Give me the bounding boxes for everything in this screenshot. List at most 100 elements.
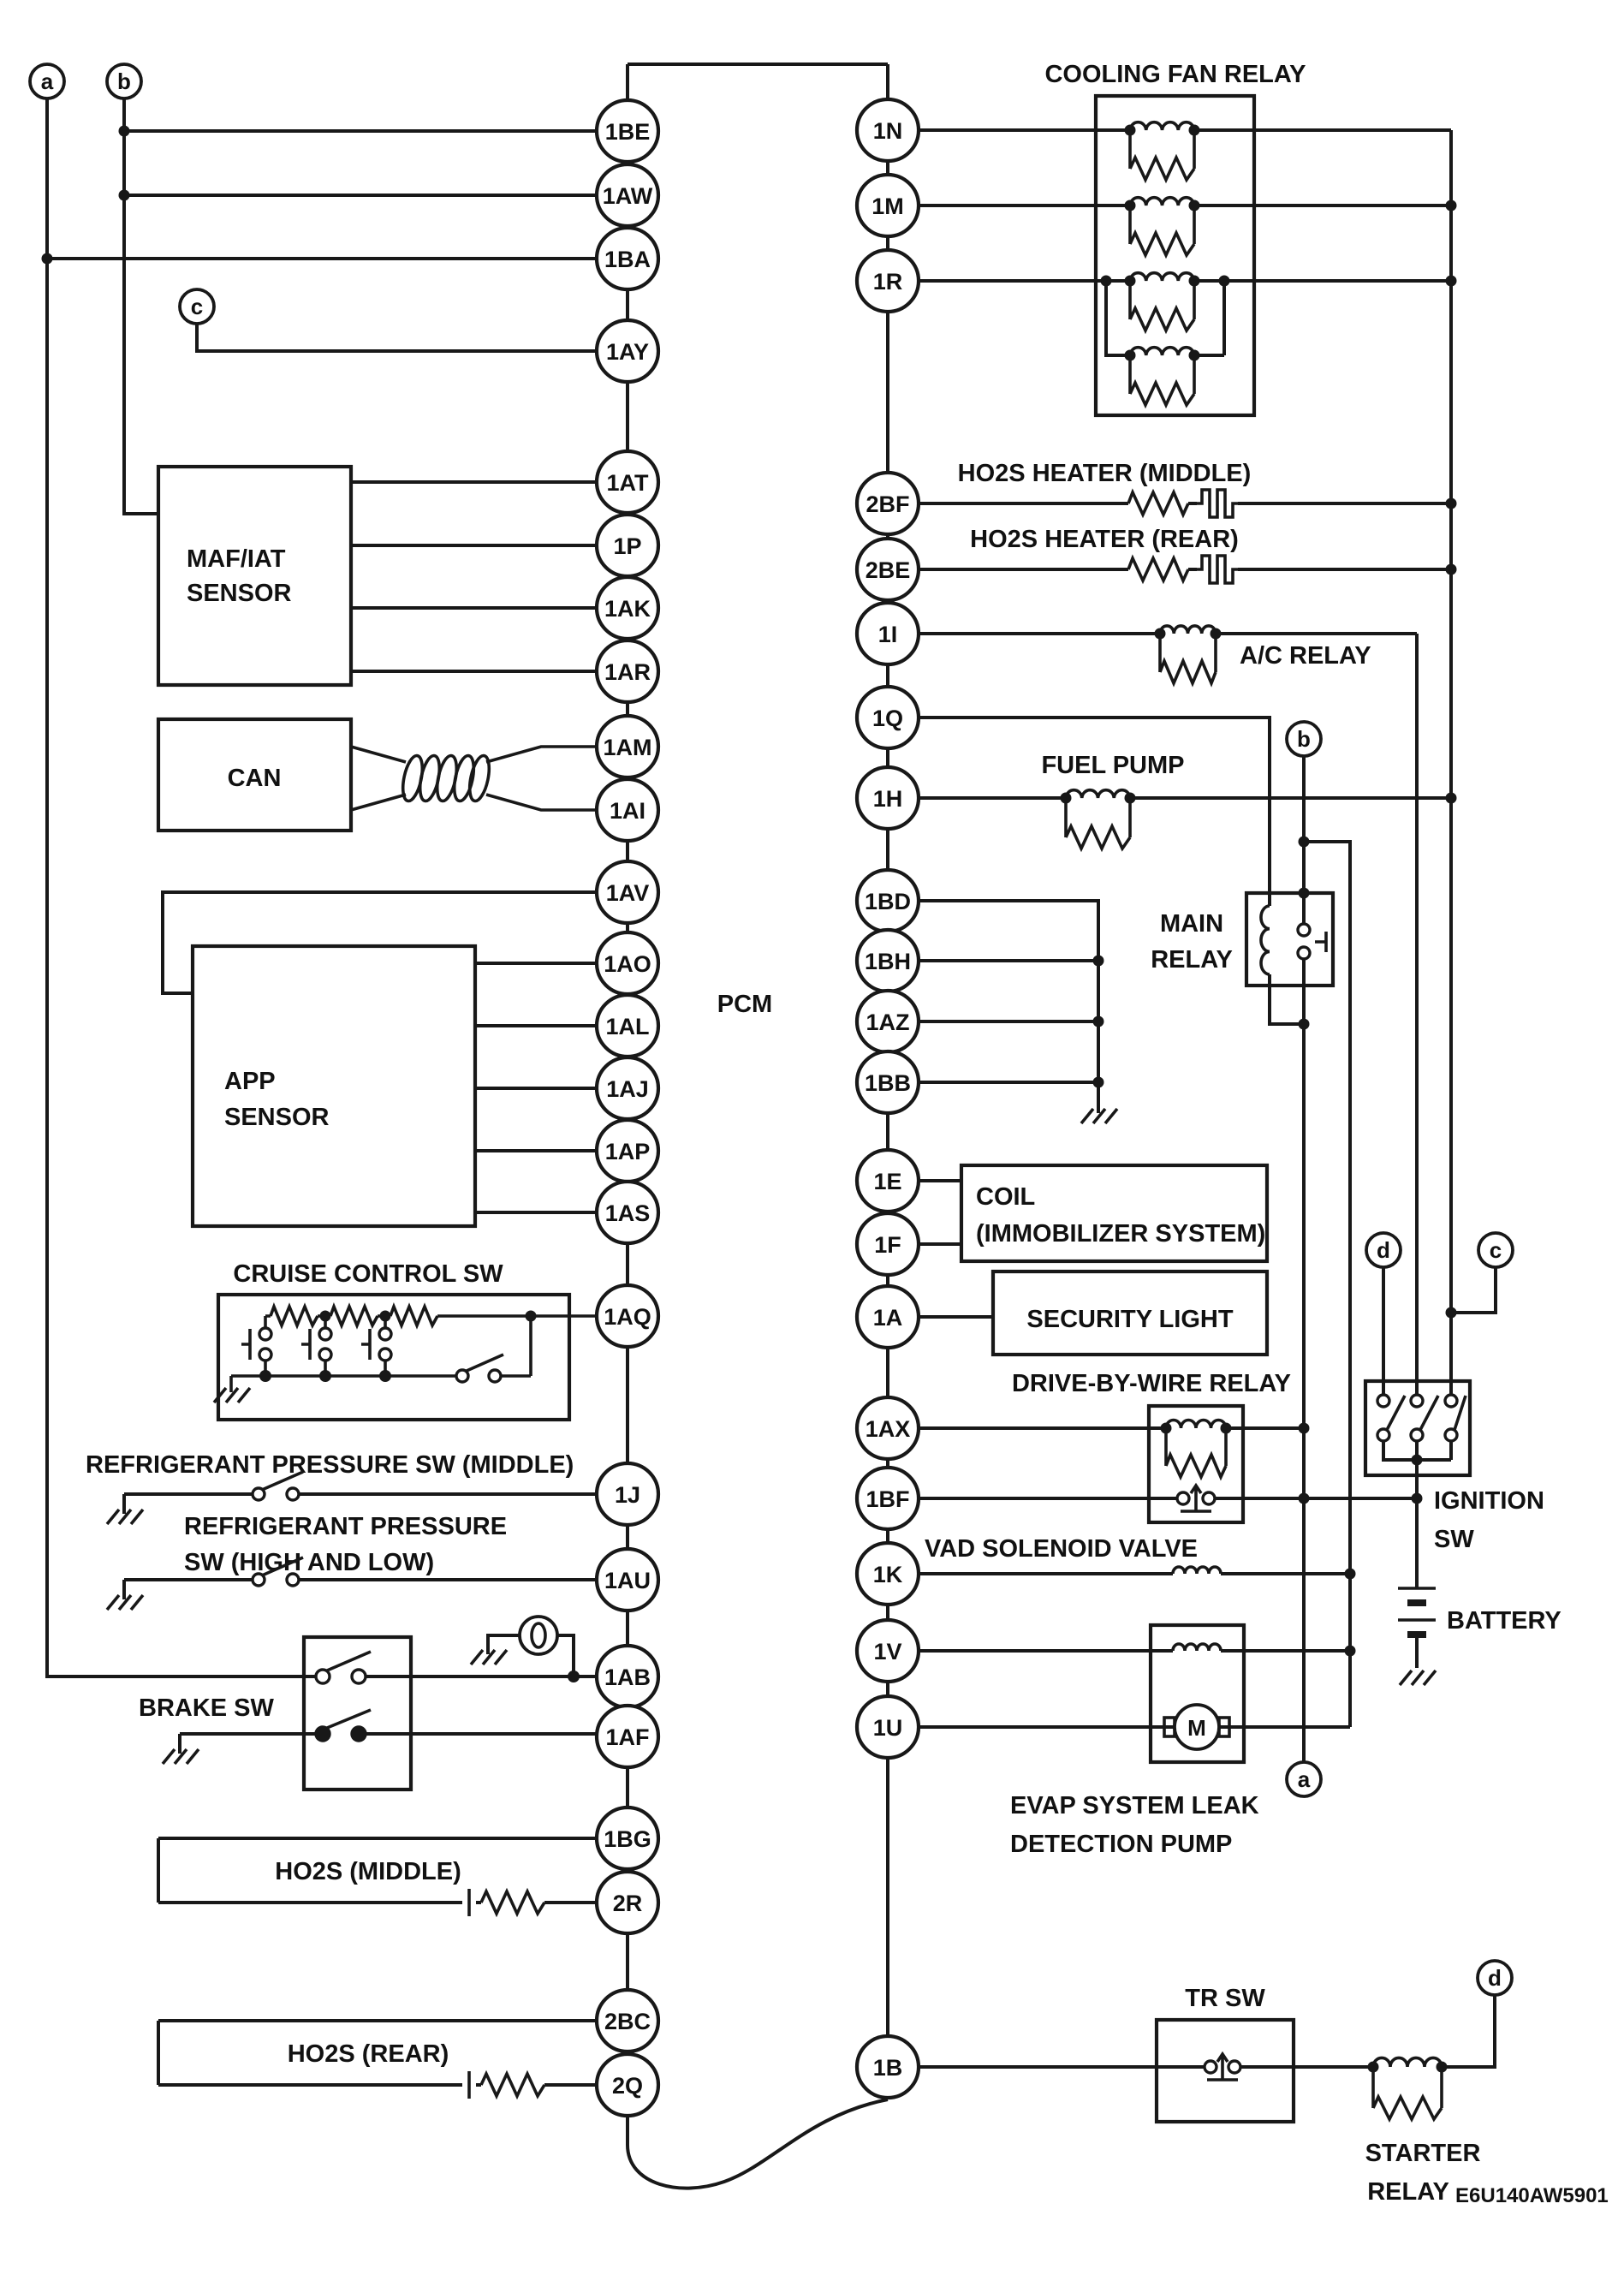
- coil-box: [959, 1163, 1270, 1264]
- fuel-pump-label: FUEL PUMP: [1041, 752, 1184, 779]
- can-label: CAN: [228, 765, 282, 792]
- heater-element: [1197, 554, 1238, 585]
- coil-label-2: (IMMOBILIZER SYSTEM): [976, 1220, 1265, 1248]
- immobilizer-coil: COIL (IMMOBILIZER SYSTEM): [959, 1163, 1270, 1264]
- battery-label: BATTERY: [1447, 1607, 1562, 1635]
- dbw-relay-label: DRIVE-BY-WIRE RELAY: [1012, 1370, 1291, 1397]
- cruise-ground-icon: [212, 1386, 252, 1404]
- right-side-wires: [919, 128, 1497, 2069]
- pin-1AW: 1AW: [603, 183, 653, 209]
- cruise-resistors: [269, 1302, 439, 1330]
- dbw-relay-box: [1146, 1403, 1246, 1525]
- node-c-left: [178, 288, 216, 325]
- pin-1BH: 1BH: [865, 949, 911, 974]
- main-relay-label-2: RELAY: [1151, 946, 1233, 974]
- switch-blade: [261, 1556, 304, 1577]
- vad-label: VAD SOLENOID VALVE: [925, 1535, 1198, 1563]
- brake-lamp-icon: [518, 1615, 559, 1656]
- pin-1H: 1H: [873, 786, 903, 812]
- node-d-starter-label: d: [1488, 1965, 1502, 1991]
- drive-by-wire-relay: DRIVE-BY-WIRE RELAY: [1012, 1370, 1291, 1525]
- maf-iat-label-2: SENSOR: [187, 580, 292, 607]
- pin-1BE: 1BE: [605, 119, 651, 145]
- cruise-label: CRUISE CONTROL SW: [233, 1260, 503, 1288]
- security-light-label: SECURITY LIGHT: [1026, 1306, 1233, 1333]
- pin-1AM: 1AM: [603, 735, 651, 760]
- relay-coil: [1371, 2056, 1443, 2068]
- junction-dots: [41, 124, 1457, 2073]
- pin-1M: 1M: [871, 194, 904, 219]
- main-relay-box: [1244, 890, 1335, 988]
- relay-coil: [1128, 345, 1196, 356]
- app-box: [190, 944, 478, 1229]
- pin-2R: 2R: [613, 1891, 643, 1916]
- pin-1Q: 1Q: [872, 706, 903, 731]
- pin-1J: 1J: [615, 1482, 640, 1508]
- ignition-label-1: IGNITION: [1434, 1487, 1544, 1515]
- pin-1I: 1I: [878, 622, 898, 647]
- relay-coil: [1164, 1418, 1228, 1429]
- wiring: [45, 63, 1497, 2190]
- coil-label-1: COIL: [976, 1183, 1035, 1211]
- node-a-evap-label: a: [1298, 1766, 1311, 1792]
- twisted-pair-coil: [401, 753, 491, 803]
- cruise-main-switch-blade: [466, 1353, 504, 1373]
- resistor: [1127, 554, 1190, 585]
- app-label-1: APP: [224, 1068, 276, 1095]
- ho2s-rear: HO2S (REAR): [157, 2019, 597, 2100]
- ignition-label-2: SW: [1434, 1526, 1474, 1553]
- node-d-starter: [1476, 1959, 1514, 1997]
- brake-switch-blade-top: [326, 1650, 372, 1672]
- security-light-box: [990, 1269, 1270, 1357]
- ho2s-heater-middle-label: HO2S HEATER (MIDDLE): [958, 460, 1252, 487]
- pcm-connector-spines: [626, 63, 889, 2145]
- pin-1AI: 1AI: [610, 798, 645, 824]
- ground-icon: [105, 1508, 145, 1526]
- relay-coil: [1128, 271, 1196, 282]
- bottom-squiggle-wire: [626, 2098, 889, 2190]
- brake-sw-box: [301, 1635, 413, 1792]
- ac-relay-label: A/C RELAY: [1240, 642, 1371, 670]
- battery: BATTERY: [1398, 1587, 1562, 1687]
- solenoid-coil: [1171, 1565, 1222, 1575]
- ho2s-heater-rear-label: HO2S HEATER (REAR): [970, 526, 1239, 553]
- pin-1E: 1E: [873, 1169, 901, 1194]
- pin-1R: 1R: [873, 269, 903, 295]
- pin-1AZ: 1AZ: [866, 1009, 909, 1035]
- pin-1BA: 1BA: [604, 247, 651, 272]
- maf-iat-label-1: MAF/IAT: [187, 545, 286, 573]
- node-a-top-label: a: [41, 68, 54, 94]
- app-sensor: APP SENSOR: [190, 944, 478, 1229]
- cruise-box: [216, 1292, 572, 1422]
- pin-1AU: 1AU: [604, 1568, 651, 1593]
- security-light: SECURITY LIGHT: [990, 1269, 1270, 1357]
- tr-sw-box: [1154, 2017, 1296, 2124]
- pcm-connector-left-pins: 1BE 1AW 1BA 1AY 1AT 1P 1AK 1AR 1AM 1AI 1…: [594, 98, 661, 2118]
- relay-contact-mark: [1315, 932, 1328, 952]
- relay-switch-arrow: [1181, 1482, 1211, 1513]
- pin-1AF: 1AF: [605, 1724, 649, 1750]
- cooling-fan-relay-box: [1093, 93, 1257, 418]
- pin-1AY: 1AY: [606, 339, 649, 365]
- pin-2BC: 2BC: [604, 2009, 651, 2034]
- pin-1N: 1N: [873, 118, 903, 144]
- ground-icon: [105, 1593, 145, 1611]
- ignition-switch: IGNITION SW: [1363, 1379, 1544, 1553]
- brake-switch-blade-bottom: [326, 1708, 372, 1730]
- battery-long-plates: [1398, 1587, 1436, 1622]
- pin-1BG: 1BG: [604, 1826, 651, 1852]
- evap-leak-detection-pump: M EVAP SYSTEM LEAK DETECTION PUMP: [1010, 1623, 1259, 1858]
- switch-blade: [261, 1470, 304, 1492]
- relay-coil: [1259, 904, 1270, 976]
- pin-1AP: 1AP: [605, 1139, 651, 1164]
- cooling-fan-relay: COOLING FAN RELAY: [1044, 61, 1306, 418]
- node-c-ignition: [1477, 1231, 1514, 1269]
- ignition-sw-box: [1363, 1379, 1472, 1478]
- vad-solenoid-valve: VAD SOLENOID VALVE: [925, 1535, 1222, 1575]
- pin-1AT: 1AT: [606, 470, 649, 496]
- left-side-wires: [45, 98, 597, 1678]
- maf-iat-box: [156, 464, 354, 688]
- pin-1AB: 1AB: [604, 1665, 651, 1690]
- motor-letter: M: [1187, 1715, 1206, 1741]
- tr-switch: TR SW: [1154, 1985, 1296, 2124]
